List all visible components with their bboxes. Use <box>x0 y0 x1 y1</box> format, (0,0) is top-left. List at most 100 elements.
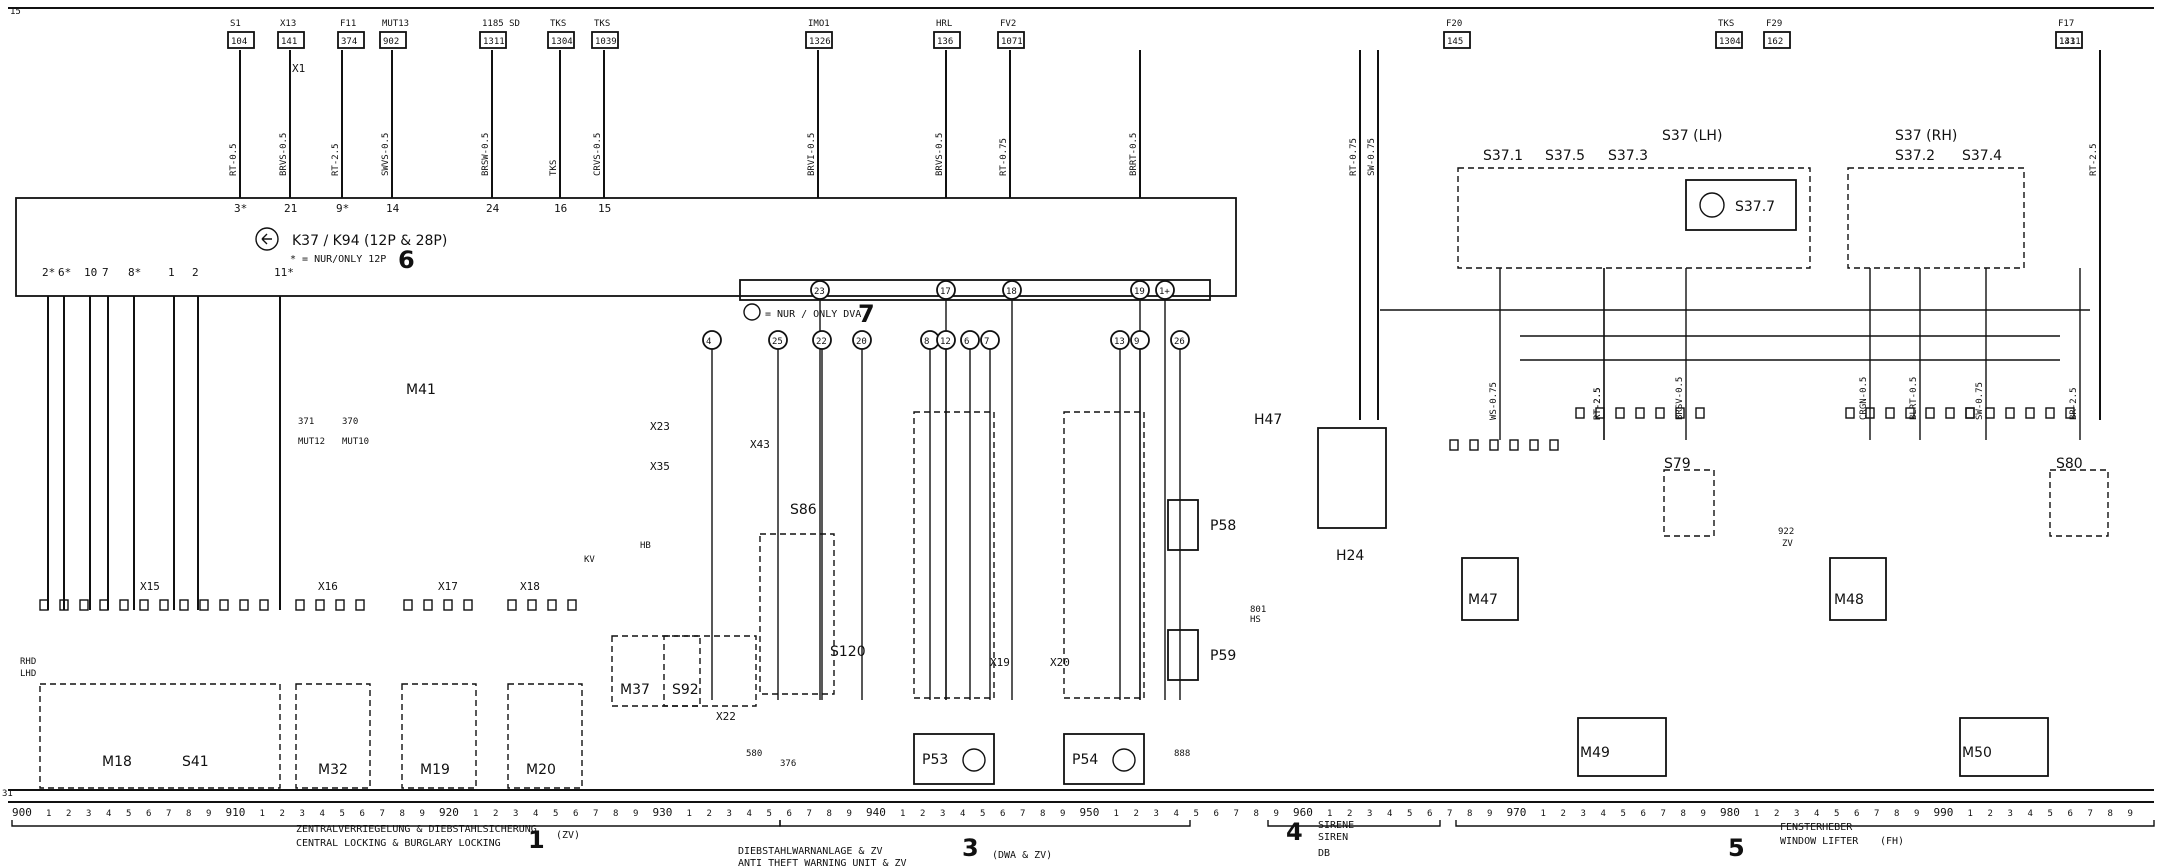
ruler-digit: 8 <box>613 809 618 819</box>
dva-only-circle <box>743 303 761 321</box>
ruler-digit: 4 <box>1174 809 1179 819</box>
fuse-name: IMO1 <box>808 19 830 29</box>
module-pin-circle-label: 1+ <box>1159 287 1170 297</box>
wire-window-label: SW-0.75 <box>1975 382 1985 420</box>
ruler-digit: 5 <box>1834 809 1839 819</box>
side-label: RHD <box>20 657 36 667</box>
contact-mark <box>79 599 89 611</box>
ruler-digit: 7 <box>593 809 598 819</box>
switch-s37-5-label: S37.5 <box>1545 148 1585 164</box>
module-pin-circle-label: 23 <box>814 287 825 297</box>
ruler-number: 960 <box>1293 806 1313 819</box>
contact-mark <box>1965 407 1975 419</box>
section-4-en: SIREN <box>1318 832 1348 843</box>
switch-s120-label: S120 <box>830 644 866 660</box>
wire-top-label: BRSW-0.5 <box>481 133 491 176</box>
fuse-box <box>1443 31 1471 49</box>
module-pin-left: 2 <box>192 266 199 279</box>
fuse-name: F20 <box>1446 19 1462 29</box>
module-k37-number: 6 <box>398 246 415 274</box>
module-k37-icon <box>255 227 279 251</box>
module-pin-top: 3* <box>234 202 247 215</box>
section-bracket <box>1455 820 2155 827</box>
switch-s37-7-label: S37.7 <box>1735 199 1775 215</box>
module-pin-top: 14 <box>386 202 400 215</box>
ruler-number: 900 <box>12 806 32 819</box>
sensor-p53-label: P53 <box>922 752 948 768</box>
ruler-digit: 4 <box>960 809 965 819</box>
contact-mark <box>219 599 229 611</box>
switch-s37-7-icon <box>1699 192 1725 218</box>
contact-mark <box>335 599 345 611</box>
sensor-p53 <box>913 733 995 785</box>
ruler-digit: 7 <box>1874 809 1879 819</box>
ruler-digit: 5 <box>553 809 558 819</box>
fuse-code: 1039 <box>595 37 617 47</box>
motor-m47 <box>1461 557 1519 621</box>
wire-top-label: BRRT-0.5 <box>1129 133 1139 176</box>
connector-label: X16 <box>318 580 338 593</box>
warning-h47-label: H47 <box>1254 412 1282 428</box>
contact-mark <box>1985 407 1995 419</box>
ruler-digit: 2 <box>1561 809 1566 819</box>
connector-label: X20 <box>1050 656 1070 669</box>
ruler-digit: 6 <box>1000 809 1005 819</box>
contact-mark <box>159 599 169 611</box>
contact-mark <box>567 599 577 611</box>
motor-m48-label: M48 <box>1834 592 1864 608</box>
ruler-digit: 1 <box>1327 809 1332 819</box>
fuse-code: 1304 <box>1719 37 1741 47</box>
ruler-digit: 8 <box>2108 809 2113 819</box>
switch-s79 <box>1663 469 1715 537</box>
wire-top-label: BRVI-0.5 <box>807 133 817 176</box>
ruler-digit: 2 <box>493 809 498 819</box>
fuse-code: 1326 <box>809 37 831 47</box>
ruler-digit: 8 <box>827 809 832 819</box>
side-label: MUT12 <box>298 437 325 447</box>
ruler-digit: 7 <box>1661 809 1666 819</box>
ruler-digit: 5 <box>767 809 772 819</box>
ruler-digit: 3 <box>86 809 91 819</box>
sensor-p54-frame <box>1063 411 1145 699</box>
ruler-digit: 9 <box>847 809 852 819</box>
wire-window-label: BLRT-0.5 <box>1909 377 1919 420</box>
section-5-number: 5 <box>1728 834 1745 862</box>
module-pin-top: 15 <box>598 202 611 215</box>
fuse-name: S1 <box>230 19 241 29</box>
contact-mark <box>259 599 269 611</box>
module-pin-left: 6* <box>58 266 71 279</box>
module-pin-circle-label: 9 <box>1134 337 1139 347</box>
module-pin-top: 24 <box>486 202 500 215</box>
contact-mark <box>139 599 149 611</box>
ruler-digit: 9 <box>206 809 211 819</box>
fuse-box <box>1715 31 1743 49</box>
ruler-digit: 9 <box>1274 809 1279 819</box>
contact-mark <box>315 599 325 611</box>
contact-mark <box>239 599 249 611</box>
contact-mark <box>507 599 517 611</box>
side-label: HB <box>640 541 651 551</box>
ruler-number: 920 <box>439 806 459 819</box>
ruler-number: 970 <box>1507 806 1527 819</box>
ruler-digit: 9 <box>1701 809 1706 819</box>
ruler-digit: 3 <box>513 809 518 819</box>
fuse-box <box>337 31 365 49</box>
contact-mark <box>59 599 69 611</box>
switch-s37-1-label: S37.1 <box>1483 148 1523 164</box>
ruler-digit: 2 <box>920 809 925 819</box>
ruler-digit: 1 <box>1754 809 1759 819</box>
wire-window-label: BRSV-0.5 <box>1675 377 1685 420</box>
connector-label: X15 <box>140 580 160 593</box>
contact-mark <box>1945 407 1955 419</box>
sensor-p54 <box>1063 733 1145 785</box>
ruler-digit: 1 <box>687 809 692 819</box>
contact-mark <box>1595 407 1605 419</box>
ruler-digit: 3 <box>1794 809 1799 819</box>
ruler-digit: 5 <box>126 809 131 819</box>
connector-label: X35 <box>650 460 670 473</box>
switch-s37-lh-label: S37 (LH) <box>1662 128 1722 144</box>
ruler-digit: 5 <box>1621 809 1626 819</box>
contact-mark <box>2045 407 2055 419</box>
module-pin-top: 16 <box>554 202 567 215</box>
connector-label: X43 <box>750 438 770 451</box>
